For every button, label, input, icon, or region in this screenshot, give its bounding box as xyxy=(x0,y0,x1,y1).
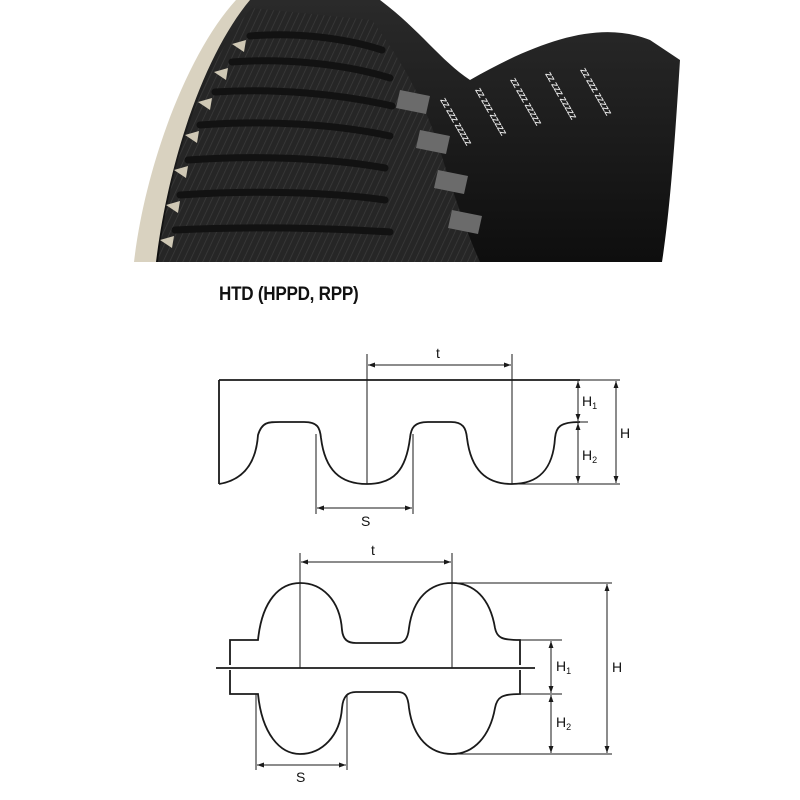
tooth-notch xyxy=(198,98,212,110)
tooth-notch xyxy=(214,68,228,80)
tooth-tip xyxy=(434,170,468,194)
tooth-ridge xyxy=(196,119,394,140)
tooth-ridge xyxy=(184,154,389,172)
tooth-ridge xyxy=(176,188,389,204)
tooth-ridge xyxy=(171,224,394,236)
tooth-notch xyxy=(160,236,174,248)
tooth-ridge xyxy=(228,57,394,82)
single-sided-dimensions xyxy=(315,354,620,514)
double-sided-dimensions xyxy=(255,553,612,770)
double-h1-label: H1 xyxy=(556,658,571,676)
single-sided-profile xyxy=(218,379,581,485)
belt-teeth-face xyxy=(158,8,480,262)
double-h-label: H xyxy=(612,659,622,675)
tooth-notch xyxy=(174,166,188,178)
double-bottom-outline xyxy=(229,670,521,755)
single-sided-labels: t S H1 H2 H xyxy=(361,345,630,529)
single-pitch-label: t xyxy=(436,345,440,361)
tooth-notch xyxy=(166,201,180,213)
double-s-label: S xyxy=(296,769,305,785)
belt-photo: ZZ ZZZ ZZZZZ ZZ ZZZ ZZZZZ ZZ ZZZ ZZZZZ Z… xyxy=(134,0,680,262)
tooth-notch xyxy=(232,40,246,52)
tooth-tip xyxy=(396,90,430,114)
belt-profile-title: HTD (HPPD, RPP) xyxy=(219,284,359,305)
tooth-notch xyxy=(185,131,199,143)
double-h2-label: H2 xyxy=(556,714,571,732)
single-s-label: S xyxy=(361,513,370,529)
tooth-tip xyxy=(448,210,482,234)
single-h2-label: H2 xyxy=(582,447,597,465)
tooth-ridge xyxy=(246,31,386,54)
double-sided-labels: t S H1 H2 H xyxy=(296,542,622,785)
single-h1-label: H1 xyxy=(582,393,597,411)
double-sided-profile xyxy=(216,582,535,755)
tooth-tip xyxy=(416,130,450,154)
belt-edge xyxy=(134,0,250,262)
double-top-outline xyxy=(229,582,521,665)
tooth-ridge xyxy=(211,87,396,110)
single-belt-outline xyxy=(218,379,581,485)
single-h-label: H xyxy=(620,425,630,441)
double-pitch-label: t xyxy=(371,542,375,558)
